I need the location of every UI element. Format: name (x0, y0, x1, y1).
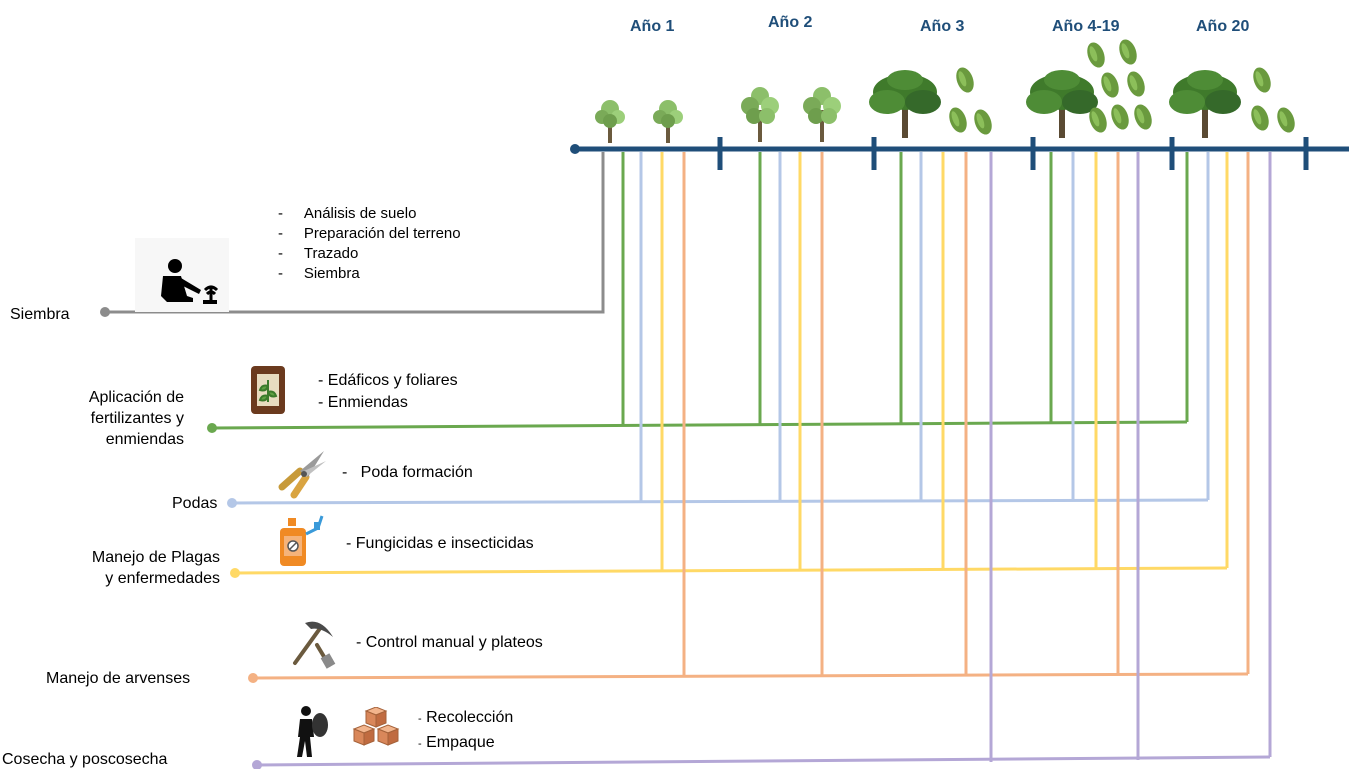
fertilizantes-dot (207, 423, 217, 433)
year-label-1: Año 1 (630, 18, 675, 35)
podas-item: Poda formación (360, 464, 473, 481)
bullet-dash: - (342, 464, 348, 481)
plagas-dot (230, 568, 240, 578)
podas-connector (231, 152, 1210, 505)
cosecha-item: Recolección (426, 709, 514, 726)
timeline-start-dot (570, 144, 580, 154)
fertilizer-bag-icon (249, 364, 287, 416)
year-label-3: Año 3 (920, 18, 965, 35)
fertilizantes-label-line: Aplicación de (88, 389, 184, 406)
arvenses-label: Manejo de arvenses (46, 670, 191, 687)
cosecha-items: - Recolección - Empaque (418, 706, 513, 756)
plagas-item: - Fungicidas e insecticidas (346, 535, 534, 552)
siembra-connector (105, 152, 605, 314)
siembra-items: - Análisis de suelo - Preparación del te… (278, 204, 461, 284)
year1-young-trees (595, 100, 683, 143)
sprayer-icon (274, 514, 330, 570)
cosecha-item: Empaque (426, 734, 495, 751)
bullet-dash: - (418, 713, 422, 725)
fertilizantes-connector (211, 152, 1189, 430)
year3-mature-tree-with-fruit (869, 65, 995, 138)
siembra-item: Análisis de suelo (303, 205, 417, 222)
plagas-label-line: y enfermedades (105, 570, 220, 587)
plagas-connector (234, 152, 1229, 575)
bullet-dash: - (278, 225, 283, 242)
bullet-dash: - (278, 205, 283, 222)
siembra-item: Siembra (303, 265, 360, 282)
pickaxe-icon (287, 615, 337, 669)
arvenses-items: - Control manual y plateos (356, 633, 543, 653)
podas-label: Podas (172, 495, 218, 512)
cosecha-label: Cosecha y poscosecha (2, 751, 168, 768)
arvenses-dot (248, 673, 258, 683)
boxes-icon (352, 706, 402, 753)
bullet-dash: - (278, 245, 283, 262)
year-label-4-19: Año 4-19 (1052, 18, 1120, 35)
planting-person-icon (135, 238, 229, 312)
plagas-items: - Fungicidas e insecticidas (346, 534, 534, 554)
harvester-icon (290, 703, 330, 759)
siembra-item: Preparación del terreno (303, 225, 461, 242)
siembra-label: Siembra (10, 306, 70, 323)
podas-dot (227, 498, 237, 508)
fertilizantes-label-line: fertilizantes y (90, 410, 184, 427)
cosecha-connector (256, 152, 1272, 767)
bullet-dash: - (418, 738, 422, 750)
arvenses-item: - Control manual y plateos (356, 634, 543, 651)
cosecha-dot (252, 760, 262, 769)
siembra-dot (100, 307, 110, 317)
siembra-item: Trazado (303, 245, 359, 262)
podas-items: - Poda formación (342, 463, 473, 483)
year2-growing-trees (741, 87, 841, 142)
year-label-20: Año 20 (1196, 18, 1250, 35)
fertilizantes-label-line: enmiendas (105, 431, 184, 448)
arvenses-connector (252, 152, 1250, 680)
bullet-dash: - (278, 265, 283, 282)
plagas-label: Manejo de Plagas y enfermedades (40, 547, 220, 589)
year-label-2: Año 2 (768, 14, 813, 31)
year4-19-mature-tree-with-fruit (1026, 37, 1155, 138)
fertilizantes-label: Aplicación de fertilizantes y enmiendas (58, 387, 184, 450)
pruning-shears-icon (278, 447, 330, 499)
fertilizantes-items: - Edáficos y foliares - Enmiendas (318, 370, 458, 414)
plagas-label-line: Manejo de Plagas (91, 549, 220, 566)
year20-mature-tree-with-fruit (1169, 65, 1298, 138)
fertilizantes-item: - Edáficos y foliares (318, 372, 458, 389)
fertilizantes-item: - Enmiendas (318, 394, 408, 411)
